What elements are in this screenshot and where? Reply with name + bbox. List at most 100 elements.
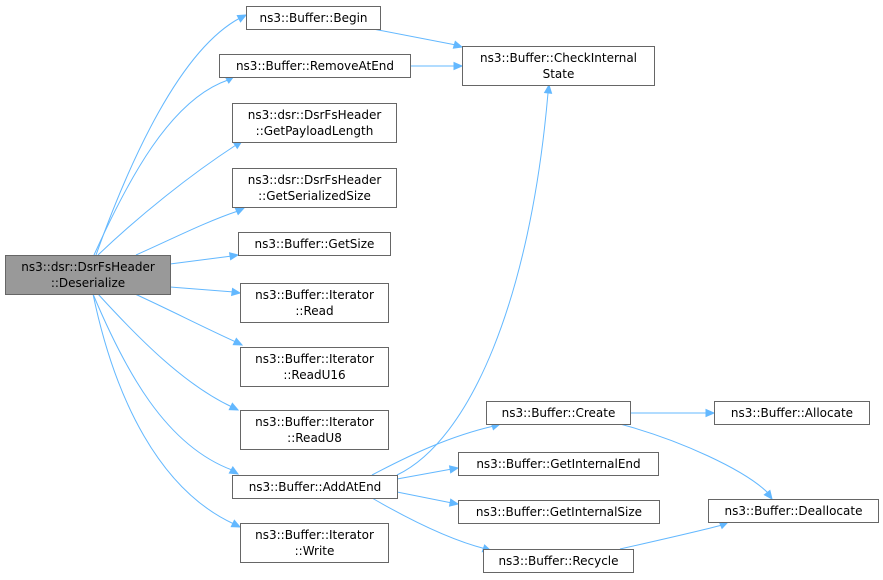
node-label: ::ReadU16 (283, 368, 345, 382)
node-label: ::GetPayloadLength (256, 124, 374, 138)
node-box (5, 255, 171, 295)
arrowhead-icon (230, 287, 242, 297)
node-box (714, 401, 870, 425)
node-getinternalsize[interactable]: ns3::Buffer::GetInternalSize (458, 500, 660, 524)
node-getpayloadlength[interactable]: ns3::dsr::DsrFsHeader::GetPayloadLength (232, 103, 397, 143)
node-begin[interactable]: ns3::Buffer::Begin (246, 6, 381, 30)
edge-line (97, 144, 237, 256)
edges-layer (92, 14, 773, 553)
node-read[interactable]: ns3::Buffer::Iterator::Read (240, 283, 389, 323)
edge-deserialize-to-readu16 (134, 293, 244, 346)
arrowhead-icon (543, 83, 553, 94)
arrowhead-icon (452, 40, 464, 49)
edge-line (134, 293, 237, 343)
node-label: ns3::Buffer::Iterator (255, 352, 374, 366)
node-box (240, 283, 389, 323)
node-box (246, 6, 381, 30)
node-readu8[interactable]: ns3::Buffer::Iterator::ReadU8 (240, 410, 389, 450)
node-write[interactable]: ns3::Buffer::Iterator::Write (240, 523, 389, 563)
edge-line (169, 286, 235, 293)
arrowhead-icon (236, 14, 248, 23)
node-box (708, 499, 879, 523)
edge-removeatend-to-checkinternalstate (410, 61, 464, 71)
node-box (486, 401, 631, 425)
node-allocate[interactable]: ns3::Buffer::Allocate (714, 401, 870, 425)
node-label: ns3::Buffer::GetInternalEnd (476, 457, 640, 471)
node-label: ::ReadU8 (287, 431, 342, 445)
node-getinternalend[interactable]: ns3::Buffer::GetInternalEnd (458, 452, 659, 476)
node-box (462, 46, 655, 86)
node-box (219, 54, 411, 78)
edge-line (135, 210, 239, 256)
node-removeatend[interactable]: ns3::Buffer::RemoveAtEnd (219, 54, 411, 78)
node-label: ns3::dsr::DsrFsHeader (248, 173, 382, 187)
node-box (458, 500, 660, 524)
arrowhead-icon (228, 252, 240, 261)
node-recycle[interactable]: ns3::Buffer::Recycle (483, 549, 634, 573)
nodes-layer: ns3::dsr::DsrFsHeader::Deserializens3::B… (5, 6, 879, 573)
node-label: ns3::Buffer::Begin (259, 11, 367, 25)
edge-deserialize-to-addatend (92, 293, 240, 475)
arrowhead-icon (763, 489, 773, 500)
node-create[interactable]: ns3::Buffer::Create (486, 401, 631, 425)
edge-recycle-to-deallocate (619, 521, 730, 550)
node-box (232, 103, 397, 143)
edge-line (619, 423, 769, 494)
node-label: ns3::Buffer::GetSize (255, 237, 375, 251)
node-label: ::Write (295, 544, 335, 558)
node-label: ns3::Buffer::Allocate (731, 406, 853, 420)
node-label: ns3::Buffer::Iterator (255, 528, 374, 542)
edge-begin-to-checkinternalstate (372, 28, 464, 49)
node-label: ns3::Buffer::GetInternalSize (476, 505, 642, 519)
edge-create-to-allocate (630, 408, 716, 418)
node-getserializedsize[interactable]: ns3::dsr::DsrFsHeader::GetSerializedSize (232, 168, 397, 208)
node-label: ns3::Buffer::Recycle (498, 554, 618, 568)
edge-line (396, 468, 453, 480)
node-addatend[interactable]: ns3::Buffer::AddAtEnd (232, 475, 398, 499)
node-box (240, 410, 389, 450)
edge-line (93, 79, 229, 256)
edge-deserialize-to-getserializedsize (135, 207, 246, 256)
node-getsize[interactable]: ns3::Buffer::GetSize (238, 232, 391, 256)
edge-line (619, 524, 723, 550)
node-readu16[interactable]: ns3::Buffer::Iterator::ReadU16 (240, 347, 389, 387)
edge-addatend-to-getinternalend (396, 465, 460, 480)
node-label: ns3::Buffer::Iterator (255, 288, 374, 302)
arrowhead-icon (448, 498, 460, 507)
arrowhead-icon (453, 61, 464, 71)
node-label: ns3::Buffer::AddAtEnd (249, 480, 382, 494)
edge-line (92, 293, 233, 471)
node-label: ns3::Buffer::Deallocate (725, 504, 863, 518)
node-deserialize[interactable]: ns3::dsr::DsrFsHeader::Deserialize (5, 255, 171, 295)
node-label: ns3::Buffer::CheckInternal (480, 51, 637, 65)
edge-line (396, 491, 453, 504)
edge-deserialize-to-getpayloadlength (97, 140, 244, 256)
arrowhead-icon (232, 337, 244, 346)
edge-line (97, 293, 233, 408)
node-box (483, 549, 634, 573)
edge-deserialize-to-write (92, 293, 242, 528)
node-label: ::Read (295, 304, 333, 318)
edge-addatend-to-getinternalsize (396, 491, 460, 507)
node-deallocate[interactable]: ns3::Buffer::Deallocate (708, 499, 879, 523)
node-label: ns3::Buffer::Iterator (255, 415, 374, 429)
edge-line (372, 28, 457, 46)
edge-deserialize-to-begin (95, 14, 248, 256)
edge-line (371, 425, 495, 476)
edge-line (371, 497, 487, 550)
arrowhead-icon (228, 402, 240, 411)
node-label: State (543, 67, 575, 81)
edge-addatend-to-checkinternalstate (396, 83, 553, 476)
arrowhead-icon (230, 519, 242, 528)
edge-deserialize-to-readu8 (97, 293, 240, 411)
edge-line (92, 293, 235, 525)
arrowhead-icon (448, 465, 460, 474)
edge-deserialize-to-getsize (169, 252, 240, 265)
edge-deserialize-to-read (169, 286, 242, 297)
node-box (458, 452, 659, 476)
node-box (232, 475, 398, 499)
edge-create-to-deallocate (619, 423, 773, 500)
node-label: ns3::dsr::DsrFsHeader (21, 260, 155, 274)
